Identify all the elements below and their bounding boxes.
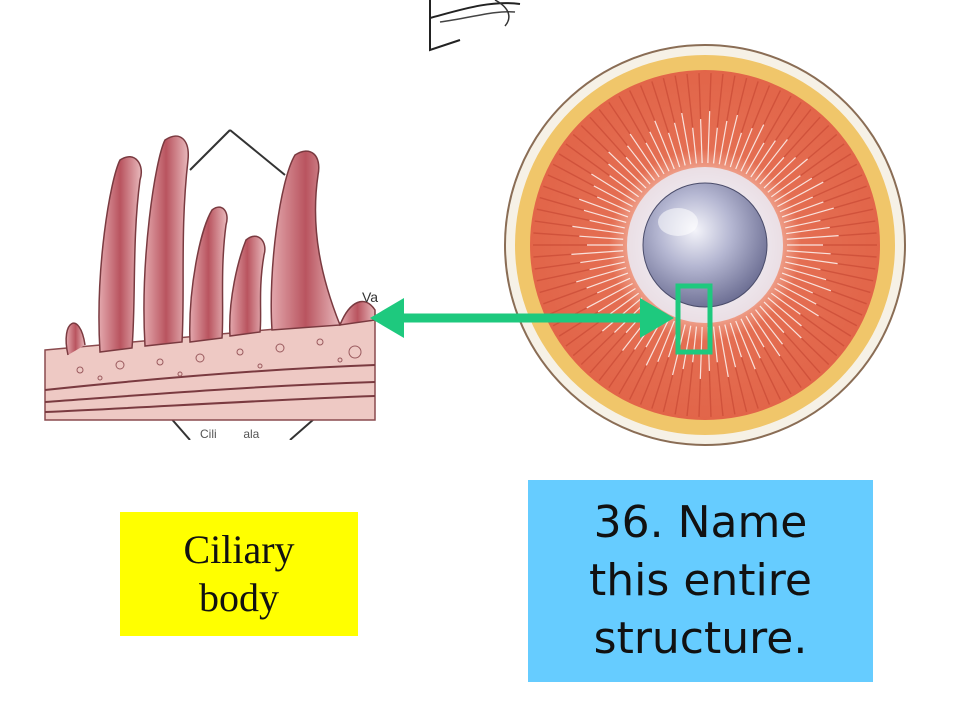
question-box: 36. Name this entire structure. (528, 480, 873, 682)
eye-ciliary-ring-illustration (504, 44, 906, 446)
ciliary-bottom-label: Cili ala (200, 427, 260, 440)
ciliary-body-illustration: Va Cili ala (44, 129, 378, 440)
ciliary-edge-label: Va (362, 289, 378, 305)
eye-fragment-illustration (429, 0, 521, 52)
answer-box: Ciliary body (120, 512, 358, 636)
